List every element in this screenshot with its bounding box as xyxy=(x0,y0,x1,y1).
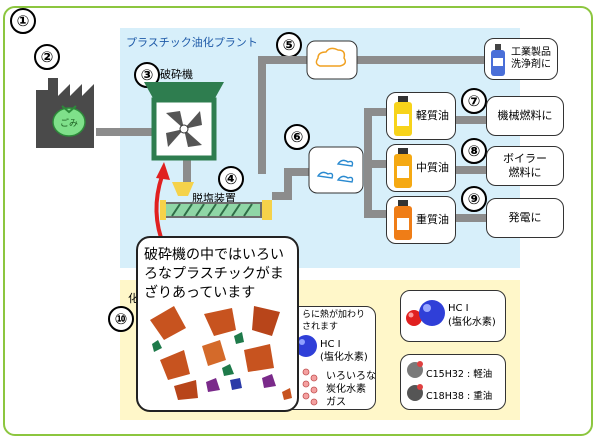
machine-fuel-box: 機械燃料に xyxy=(486,96,564,136)
light-oil-label: 軽質油 xyxy=(416,108,449,122)
carbon-molecule-icon xyxy=(407,361,423,401)
pipe-to-tank xyxy=(284,168,312,176)
hydrocarbon-label: いろいろな 炭化水素 ガス xyxy=(326,370,376,409)
marker-1: ① xyxy=(10,8,36,34)
medium-oil-can-icon xyxy=(394,148,412,188)
tank-icon xyxy=(308,146,364,194)
hcl-small-label: HC I (塩化水素) xyxy=(320,338,368,364)
heavy-oil-can-icon xyxy=(394,200,412,240)
hydrocarbon-chain-icon xyxy=(302,368,318,406)
hcl-molecule-icon xyxy=(295,335,317,357)
heavy-oil-label: 重質油 xyxy=(416,212,449,226)
hcl-small-line-1: HC I xyxy=(320,339,341,350)
industrial-line-2: 洗浄剤に xyxy=(511,59,551,70)
gas-cloud-icon xyxy=(306,40,358,80)
pipe-crusher-down xyxy=(183,158,191,188)
pipe-up-left xyxy=(258,56,266,174)
dechlorinator-icon xyxy=(160,182,272,220)
boiler-fuel-line-1: ボイラー xyxy=(503,151,547,165)
pipe-rise xyxy=(284,168,292,200)
bottle-icon xyxy=(491,44,505,76)
hcl-small-line-2: (塩化水素) xyxy=(320,352,368,363)
marker-9: ⑨ xyxy=(461,186,487,212)
heat-note-line-2: されます xyxy=(302,321,339,332)
industrial-line-1: 工業製品 xyxy=(511,47,551,58)
pipe-dechlor-out xyxy=(272,192,290,200)
power-label: 発電に xyxy=(508,210,542,224)
marker-6: ⑥ xyxy=(284,124,310,150)
hcl-box-line-1: HC I xyxy=(448,303,469,314)
boiler-fuel-line-2: 燃料に xyxy=(508,166,542,179)
pipe-medium xyxy=(364,160,388,168)
plastic-fragments-icon xyxy=(150,306,292,400)
hydrocarbon-line-3: ガス xyxy=(326,397,346,408)
power-box: 発電に xyxy=(486,198,564,238)
c18-label: C18H38 : 重油 xyxy=(426,391,493,402)
pipe-to-gas xyxy=(258,56,312,64)
heat-note-line-1: らに熱が加わり xyxy=(302,310,366,320)
dechlorinator-label: 脱塩装置 xyxy=(192,192,236,205)
machine-fuel-label: 機械燃料に xyxy=(497,108,553,122)
hcl-molecule-large-icon xyxy=(406,300,445,326)
crusher-icon xyxy=(144,82,224,161)
pipe-to-industrial xyxy=(354,56,484,64)
pipe-machine xyxy=(452,116,488,124)
medium-oil-label: 中質油 xyxy=(416,160,449,174)
pipe-boiler xyxy=(452,166,488,174)
hcl-box-label: HC I (塩化水素) xyxy=(448,302,496,329)
hydrocarbon-line-2: 炭化水素 xyxy=(326,384,366,395)
hcl-box-line-2: (塩化水素) xyxy=(448,316,496,328)
marker-2: ② xyxy=(34,44,60,70)
boiler-fuel-box: ボイラー 燃料に xyxy=(486,146,564,186)
heat-note: らに熱が加わり されます xyxy=(302,310,365,333)
crusher-label: 破砕機 xyxy=(160,68,193,81)
marker-7: ⑦ xyxy=(461,88,487,114)
marker-10: ⑩ xyxy=(108,306,134,332)
plant-title: プラスチック油化プラント xyxy=(126,36,258,49)
pipe-light xyxy=(364,108,388,116)
chemical-section-prefix: 化 xyxy=(128,292,139,305)
marker-4: ④ xyxy=(218,166,244,192)
pipe-power xyxy=(452,214,488,222)
factory-icon xyxy=(36,78,94,148)
bubble-text: 破砕機の中ではいろいろなプラスチックがまざりあっています xyxy=(144,247,284,301)
marker-8: ⑧ xyxy=(461,138,487,164)
c15-label: C15H32 : 軽油 xyxy=(426,369,493,380)
bag-label: ごみ xyxy=(60,119,79,129)
marker-5: ⑤ xyxy=(276,32,302,58)
light-oil-can-icon xyxy=(394,96,412,136)
pipe-factory-crusher xyxy=(96,128,156,136)
hydrocarbon-line-1: いろいろな xyxy=(326,371,376,382)
pipe-heavy xyxy=(364,210,388,218)
